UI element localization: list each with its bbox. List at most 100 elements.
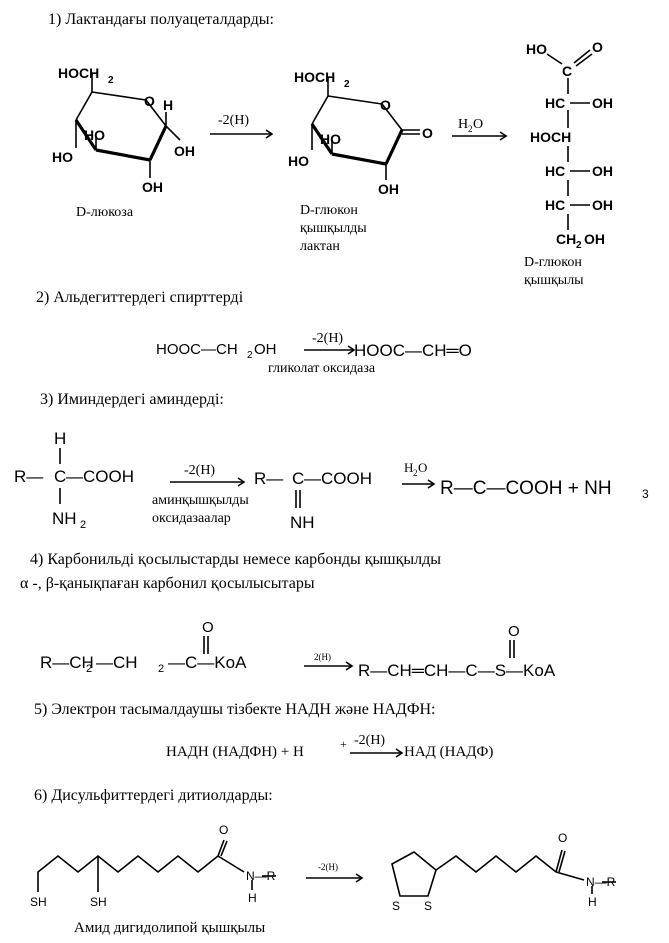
lactone-name-1: D-глюкон (300, 203, 358, 218)
glucose-oh-bottom: OH (142, 179, 163, 195)
glucose-oh-right: OH (174, 143, 195, 159)
dihydrolipoamide-structure: O N—R H SH SH (30, 823, 276, 909)
s3-product: R—C—COOH + NH (440, 478, 612, 499)
section-5-title: 5) Электрон тасымалдаушы тізбекте НАДН ж… (34, 701, 435, 718)
acid-hc1: HC (545, 95, 565, 111)
s2-left-tail: OH (254, 341, 277, 358)
s3-nh2-sub: 2 (80, 519, 86, 531)
acid-name-2: қышқылы (524, 273, 584, 288)
s5-right: НАД (НАДФ) (404, 744, 493, 760)
lactone-ring-o: O (380, 97, 391, 113)
lactone-ho-left: HO (288, 153, 309, 169)
s1-arrow2-label-o: O (473, 117, 483, 132)
acid-oh3: OH (592, 197, 613, 213)
acid-oh2: OH (592, 163, 613, 179)
s3-water-o: O (418, 460, 427, 475)
s5-left: НАДН (НАДФН) + Н (166, 744, 304, 760)
s6-nhr-left: N—R (246, 869, 276, 883)
glucose-ring-o: O (144, 93, 155, 109)
s2-left: HOOC—CH (156, 341, 238, 358)
lactone-carbonyl-o: O (422, 125, 433, 141)
s6-h-right: H (588, 895, 597, 909)
s1-arrow2 (452, 131, 508, 141)
s4-left-c: —C—KoA (168, 653, 247, 672)
lactone-hoch2-label: HOCH (294, 69, 335, 85)
s6-sh-1: SH (30, 895, 47, 909)
section-2-title: 2) Альдегиттердегі спирттерді (36, 289, 244, 306)
glucose-hoch2-sub: 2 (108, 75, 114, 86)
s4-left-sub1: 2 (86, 663, 92, 675)
s1-arrow2-label-sub: 2 (468, 124, 473, 134)
s6-nhr-right: N—R (586, 875, 616, 889)
acid-name-1: D-глюкон (524, 255, 582, 270)
s3-arrow2 (402, 479, 436, 489)
s3-cooh: —COOH (66, 467, 134, 486)
s3-nh2: NH (52, 509, 77, 528)
acid-hoch: HOCH (530, 129, 571, 145)
s6-name: Амид дигидолипой қышқылы (74, 920, 265, 936)
s4-arrow (304, 661, 354, 671)
s2-right: HOOC—CH═O (354, 341, 472, 360)
s5-arrow-label: -2(H) (354, 733, 385, 748)
s6-arrow (306, 873, 364, 883)
s4-right: R—CH═CH—C—S—KoA (358, 661, 556, 680)
section-3-title: 3) Иминдердегі аминдерді: (40, 391, 224, 408)
section-6-title: 6) Дисульфиттердегі дитиолдарды: (34, 787, 273, 804)
s3-mid-c: C (292, 469, 304, 488)
s4-o-top-right: O (508, 623, 520, 640)
s6-s-2: S (424, 899, 432, 913)
glucose-structure: HOCH 2 O H OH HO HO OH (52, 65, 195, 195)
s3-enzyme-2: оксидазаалар (152, 511, 231, 526)
s3-nh: NH (290, 513, 315, 532)
s6-s-1: S (392, 899, 400, 913)
lactone-name-3: лактан (300, 239, 340, 254)
section-4-title: 4) Карбонильді қосылыстарды немесе карбо… (30, 551, 441, 568)
s4-left-sub2: 2 (158, 663, 164, 675)
s4-left-mid: —CH (96, 653, 138, 672)
acid-o: O (592, 39, 603, 55)
acid-ch2oh: CH (556, 231, 576, 247)
s5-arrow (350, 748, 404, 758)
lactone-structure: HOCH 2 O O HO HO OH (288, 69, 433, 197)
acid-oh1: OH (592, 95, 613, 111)
glucose-ho-left: HO (52, 149, 73, 165)
s3-mid-cooh: —COOH (304, 469, 372, 488)
s3-c: C (54, 467, 66, 486)
acid-hc3: HC (545, 197, 565, 213)
s1-arrow2-label-h: H (458, 117, 468, 132)
acid-hc2: HC (545, 163, 565, 179)
s1-arrow1-label: -2(H) (218, 113, 249, 128)
lactone-oh-bottom: OH (378, 181, 399, 197)
s6-sh-2: SH (90, 895, 107, 909)
s3-water-h: H (404, 460, 413, 475)
s2-left-sub: 2 (247, 350, 253, 361)
s1-arrow1 (210, 129, 274, 139)
lactone-ho-mid: HO (320, 131, 341, 147)
gluconic-acid-structure: HO O C HC OH HOCH HC OH HC OH CH 2 OH (526, 39, 613, 251)
acid-ch2oh-sub: 2 (576, 240, 582, 251)
s6-arrow-label: -2(H) (318, 862, 338, 872)
s6-o-left: O (219, 823, 228, 837)
acid-ch2oh-tail: OH (584, 231, 605, 247)
s4-arrow-label: 2(H) (314, 652, 331, 662)
s6-h-left: H (248, 891, 257, 905)
glucose-h-label: H (163, 97, 173, 113)
glucose-hoch2-label: HOCH (58, 65, 99, 81)
s4-subtitle: α -, β-қанықпаған карбонил қосылысытары (20, 575, 315, 592)
section-1-title: 1) Лактандағы полуацеталдарды: (48, 11, 274, 28)
glucose-ho-mid: HO (84, 127, 105, 143)
s5-plus: + (340, 737, 347, 751)
acid-c: C (562, 63, 572, 79)
s3-arrow1 (170, 477, 246, 487)
s2-arrow (304, 345, 356, 355)
s3-r: R— (14, 467, 43, 486)
s3-enzyme-1: аминқышқылды (152, 493, 249, 508)
s6-o-right: O (558, 831, 567, 845)
lipoamide-structure: O N—R H S S (391, 831, 616, 913)
lactone-name-2: қышқылды (300, 221, 367, 236)
acid-ho: HO (526, 41, 547, 57)
s3-h-top: H (54, 429, 66, 448)
lactone-hoch2-sub: 2 (344, 79, 350, 90)
s4-o-top-left: O (202, 619, 214, 636)
